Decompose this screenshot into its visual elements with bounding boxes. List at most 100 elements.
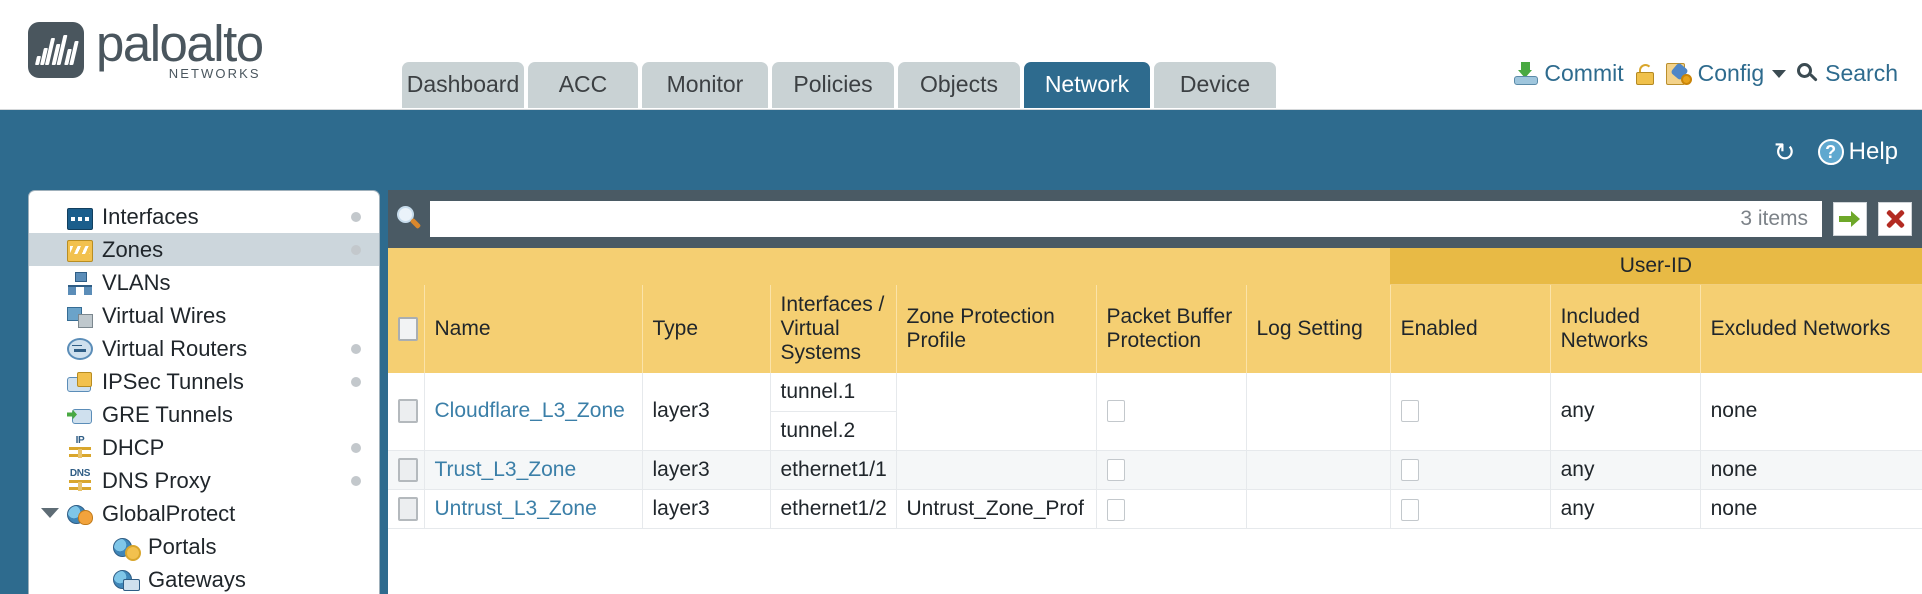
cell-name[interactable]: Trust_L3_Zone (424, 450, 643, 490)
sidebar-item-ipsec-tunnels[interactable]: IPSec Tunnels (29, 365, 379, 398)
row-select-cell[interactable] (388, 372, 425, 451)
cell-userid-enabled[interactable] (1390, 372, 1551, 451)
table-row[interactable]: Trust_L3_Zone layer3 ethernet1/1 any non… (388, 450, 1922, 490)
sidebar-item-label: GRE Tunnels (102, 401, 233, 427)
cell-log-setting (1246, 372, 1391, 451)
table-header-row: Name Type Interfaces / Virtual Systems Z… (388, 284, 1922, 373)
commit-button[interactable]: Commit (1514, 60, 1624, 87)
row-select-cell[interactable] (388, 489, 425, 530)
tab-monitor[interactable]: Monitor (642, 62, 768, 108)
cell-userid-enabled[interactable] (1390, 450, 1551, 490)
sidebar-item-virtual-wires[interactable]: Virtual Wires (29, 299, 379, 332)
search-input[interactable] (430, 201, 1735, 237)
search-icon[interactable] (396, 205, 424, 233)
cell-log-setting (1246, 450, 1391, 490)
help-button[interactable]: ? Help (1817, 138, 1898, 166)
sidebar-item-interfaces[interactable]: Interfaces (29, 200, 379, 233)
column-header-zone-protection-profile[interactable]: Zone Protection Profile (896, 284, 1097, 373)
table-group-header-row: User-ID (388, 248, 1922, 285)
userid-enabled-checkbox[interactable] (1400, 400, 1419, 423)
column-header-name[interactable]: Name (424, 284, 643, 373)
lock-button[interactable] (1635, 62, 1655, 86)
clear-filter-button[interactable] (1878, 202, 1912, 236)
apply-filter-button[interactable] (1833, 202, 1867, 236)
packet-buffer-checkbox[interactable] (1106, 400, 1125, 423)
sidebar-item-label: Gateways (148, 566, 246, 592)
sidebar-item-dot (351, 344, 361, 354)
sidebar-item-dot (351, 476, 361, 486)
select-all-checkbox[interactable] (398, 316, 418, 341)
sidebar-item-label: Zones (102, 236, 164, 262)
packet-buffer-checkbox[interactable] (1106, 459, 1125, 482)
row-checkbox[interactable] (398, 457, 418, 482)
sidebar-item-vlans[interactable]: VLANs (29, 266, 379, 299)
tab-objects[interactable]: Objects (898, 62, 1020, 108)
main-nav-tabs: Dashboard ACC Monitor Policies Objects N… (402, 62, 1276, 108)
cell-packet-buffer-protection[interactable] (1096, 372, 1247, 451)
filter-bar: 3 items (388, 190, 1922, 248)
table-row[interactable]: Cloudflare_L3_Zone layer3 tunnel.1 any n… (388, 372, 1922, 451)
cell-packet-buffer-protection[interactable] (1096, 489, 1247, 530)
brand-logo: paloalto NETWORKS (28, 16, 264, 87)
help-question-icon: ? (1817, 139, 1844, 165)
cell-zone-protection-profile: Untrust_Zone_Prof (896, 489, 1097, 530)
userid-enabled-checkbox[interactable] (1400, 498, 1419, 521)
row-checkbox[interactable] (398, 497, 418, 522)
expander-triangle-icon[interactable] (41, 508, 59, 518)
sidebar-item-label: IPSec Tunnels (102, 368, 244, 394)
cell-interface: tunnel.2 (770, 411, 897, 451)
cell-userid-enabled[interactable] (1390, 489, 1551, 530)
gateways-icon (113, 569, 140, 591)
sidebar-item-zones[interactable]: Zones (29, 233, 379, 266)
column-header-packet-buffer-protection[interactable]: Packet Buffer Protection (1096, 284, 1247, 373)
virtual-routers-icon (67, 337, 93, 360)
table-row-continuation: tunnel.2 (388, 411, 1922, 451)
packet-buffer-checkbox[interactable] (1106, 498, 1125, 521)
zone-name-link[interactable]: Untrust_L3_Zone (434, 497, 597, 521)
search-button[interactable]: Search (1797, 60, 1898, 87)
table-row[interactable]: Untrust_L3_Zone layer3 ethernet1/2 Untru… (388, 489, 1922, 530)
cell-zone-protection-profile (896, 450, 1097, 490)
padlock-icon (1635, 62, 1655, 86)
sidebar-item-virtual-routers[interactable]: Virtual Routers (29, 332, 379, 365)
tab-dashboard[interactable]: Dashboard (402, 62, 524, 108)
column-header-log-setting[interactable]: Log Setting (1246, 284, 1391, 373)
tab-network[interactable]: Network (1024, 62, 1150, 108)
column-header-included-networks[interactable]: Included Networks (1550, 284, 1701, 373)
zones-content-panel: 3 items (388, 190, 1922, 594)
column-header-enabled[interactable]: Enabled (1390, 284, 1551, 373)
cell-interface: ethernet1/1 (770, 450, 897, 490)
config-menu-button[interactable]: Config (1665, 60, 1787, 87)
refresh-icon[interactable]: ↻ (1773, 137, 1796, 167)
cell-name[interactable]: Cloudflare_L3_Zone (424, 372, 643, 451)
cell-name[interactable]: Untrust_L3_Zone (424, 489, 643, 530)
sidebar-item-dhcp[interactable]: IP DHCP (29, 431, 379, 464)
cell-type: layer3 (642, 372, 771, 451)
sidebar-item-gateways[interactable]: Gateways (29, 563, 379, 594)
select-all-header[interactable] (388, 284, 425, 373)
sidebar-item-dns-proxy[interactable]: DNS DNS Proxy (29, 464, 379, 497)
column-header-type[interactable]: Type (642, 284, 771, 373)
column-header-excluded-networks[interactable]: Excluded Networks (1700, 284, 1922, 373)
zone-name-link[interactable]: Cloudflare_L3_Zone (434, 399, 625, 422)
tab-acc[interactable]: ACC (528, 62, 638, 108)
zone-name-link[interactable]: Trust_L3_Zone (434, 457, 577, 481)
cell-packet-buffer-protection[interactable] (1096, 450, 1247, 490)
sidebar-item-portals[interactable]: Portals (29, 530, 379, 563)
zones-icon (67, 240, 93, 262)
column-header-interfaces[interactable]: Interfaces / Virtual Systems (770, 284, 897, 373)
sidebar-item-globalprotect[interactable]: GlobalProtect (29, 497, 379, 530)
sidebar-item-gre-tunnels[interactable]: GRE Tunnels (29, 398, 379, 431)
userid-enabled-checkbox[interactable] (1400, 459, 1419, 482)
sidebar-item-label: GlobalProtect (102, 500, 236, 526)
group-header-userid: User-ID (1390, 248, 1922, 285)
ipsec-tunnels-icon (67, 371, 93, 393)
tab-policies[interactable]: Policies (772, 62, 894, 108)
brand-text: paloalto NETWORKS (96, 16, 264, 82)
row-checkbox[interactable] (398, 399, 418, 424)
tab-device[interactable]: Device (1154, 62, 1276, 108)
row-select-cell[interactable] (388, 450, 425, 490)
vlans-icon (67, 271, 93, 295)
brand-tagline: NETWORKS (168, 66, 261, 81)
interfaces-icon (67, 207, 93, 230)
